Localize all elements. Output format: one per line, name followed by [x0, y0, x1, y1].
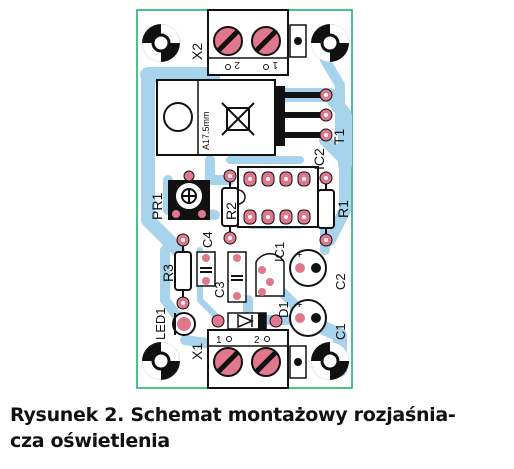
resistor-r1	[317, 171, 335, 247]
label-led1: LED1	[153, 307, 168, 340]
x1-pin2-label: 2	[254, 335, 260, 346]
x2-pin2-label: 2	[234, 59, 240, 70]
mounting-hole-bottom-right	[311, 342, 349, 380]
terminal-x1: 1 2	[207, 329, 307, 389]
label-r3: R3	[160, 264, 176, 282]
label-c1: C1	[333, 323, 348, 340]
capacitor-c3	[227, 251, 247, 303]
svg-text:+: +	[296, 249, 302, 261]
mounting-hole-top-right	[311, 24, 349, 62]
label-d1: D1	[276, 301, 291, 318]
label-ic1: IC1	[272, 242, 287, 262]
label-ic2: IC2	[311, 148, 327, 170]
diode-d1	[211, 312, 283, 330]
terminal-x2: 2 1	[207, 9, 307, 76]
label-pr1: PR1	[149, 193, 165, 220]
capacitor-c4	[196, 251, 216, 287]
no-disposal-symbol	[221, 102, 255, 136]
ic1-to92	[255, 253, 285, 297]
pcb-assembly-diagram: 2 1 X2 1 2 X1 A17.5mm	[136, 9, 353, 389]
label-x1: X1	[189, 343, 205, 360]
label-x2: X2	[189, 43, 205, 60]
mounting-hole-top-left	[142, 24, 180, 62]
label-t1: T1	[331, 128, 347, 145]
capacitor-c2: +	[289, 249, 327, 287]
heatsink-label: A17.5mm	[201, 111, 211, 150]
heatsink-t1	[156, 79, 285, 156]
t1-leads	[285, 88, 333, 142]
svg-text:+: +	[296, 299, 302, 311]
resistor-r2	[221, 169, 239, 245]
mounting-hole-bottom-left	[142, 342, 180, 380]
led1	[172, 312, 196, 336]
caption-line-1: Rysunek 2. Schemat montażowy rozjaśnia-	[10, 404, 456, 426]
label-r1: R1	[335, 200, 351, 218]
x2-pin1-label: 1	[272, 59, 278, 70]
label-c2: C2	[333, 273, 348, 290]
resistor-r3	[174, 233, 192, 310]
trimmer-pr1	[168, 170, 210, 220]
label-c3: C3	[212, 281, 227, 298]
x1-pin1-label: 1	[216, 335, 222, 346]
figure-caption: Rysunek 2. Schemat montażowy rozjaśnia- …	[10, 402, 510, 454]
capacitor-c1: +	[289, 299, 327, 337]
ic2-dip8	[237, 166, 319, 228]
label-c4: C4	[200, 231, 215, 248]
label-r2: R2	[223, 202, 239, 220]
caption-line-2: cza oświetlenia	[10, 430, 170, 452]
